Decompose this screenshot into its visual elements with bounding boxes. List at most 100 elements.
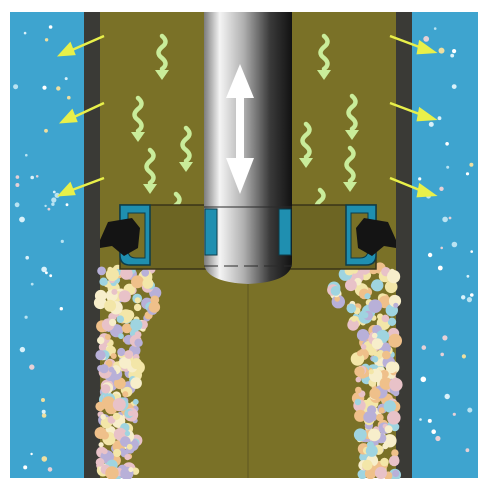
sediment-grain xyxy=(357,350,363,356)
sediment-grain xyxy=(101,384,110,393)
sediment-grain xyxy=(134,304,141,311)
sediment-grain xyxy=(372,338,383,349)
water-particle xyxy=(442,335,447,340)
aquifer-left xyxy=(10,12,84,478)
sediment-grain xyxy=(368,429,381,442)
sediment-grain xyxy=(128,410,134,416)
sediment-grain xyxy=(95,350,105,360)
water-particle xyxy=(445,142,449,146)
sediment-grain xyxy=(382,443,388,449)
water-particle xyxy=(435,436,440,441)
water-particle xyxy=(41,267,47,273)
sediment-grain xyxy=(117,315,125,323)
sediment-grain xyxy=(113,449,121,457)
sediment-grain xyxy=(362,312,368,318)
sediment-grain xyxy=(135,297,141,303)
water-particle xyxy=(51,197,56,202)
sediment-grain xyxy=(362,460,373,471)
water-particle xyxy=(60,307,63,310)
sediment-grain xyxy=(141,269,149,277)
water-particle xyxy=(13,84,18,89)
water-particle xyxy=(452,242,458,248)
sediment-grain xyxy=(354,428,367,441)
sediment-grain xyxy=(142,278,153,289)
water-particle xyxy=(428,253,432,257)
sediment-grain xyxy=(124,454,130,460)
water-particle xyxy=(48,208,51,211)
water-particle xyxy=(53,191,56,194)
sediment-grain xyxy=(135,331,142,338)
water-particle xyxy=(30,453,32,455)
sediment-grain xyxy=(97,267,106,276)
sediment-grain xyxy=(131,275,144,288)
water-particle xyxy=(466,448,470,452)
sediment-grain xyxy=(102,448,108,454)
water-particle xyxy=(423,36,429,42)
water-particle xyxy=(469,163,473,167)
water-particle xyxy=(29,364,34,369)
sediment-grain xyxy=(122,391,128,397)
water-particle xyxy=(31,283,34,286)
water-particle xyxy=(25,256,29,260)
water-particle xyxy=(449,217,452,220)
water-particle xyxy=(67,96,71,100)
water-particle xyxy=(25,154,28,157)
water-particle xyxy=(25,316,28,319)
water-particle xyxy=(467,275,470,278)
sediment-grain xyxy=(382,315,390,323)
sediment-grain xyxy=(372,356,379,363)
sediment-grain xyxy=(100,414,106,420)
water-particle xyxy=(439,187,443,191)
sediment-grain xyxy=(387,411,401,425)
water-particle xyxy=(453,413,456,416)
water-particle xyxy=(66,203,69,206)
water-particle xyxy=(16,175,20,179)
water-particle xyxy=(49,274,52,277)
sediment-grain xyxy=(368,299,382,313)
water-particle xyxy=(36,175,39,178)
sediment-grain xyxy=(131,358,142,369)
water-particle xyxy=(48,467,53,472)
water-particle xyxy=(51,203,54,206)
water-particle xyxy=(56,86,60,90)
sediment-grain xyxy=(389,269,395,275)
water-particle xyxy=(421,377,427,383)
sediment-grain xyxy=(117,348,125,356)
sediment-grain xyxy=(384,400,396,412)
water-particle xyxy=(452,49,456,53)
plunger-band-left xyxy=(205,209,217,255)
sediment-grain xyxy=(119,290,131,302)
sediment-grain xyxy=(355,399,361,405)
sediment-grain xyxy=(364,293,370,299)
sediment-grain xyxy=(95,290,107,302)
sediment-grain xyxy=(379,407,385,413)
sediment-grain xyxy=(124,350,133,359)
sediment-grain xyxy=(351,316,357,322)
water-particle xyxy=(470,293,474,297)
water-particle xyxy=(44,129,48,133)
sediment-grain xyxy=(369,388,380,399)
water-particle xyxy=(446,166,449,169)
water-particle xyxy=(467,408,472,413)
water-particle xyxy=(45,38,48,41)
water-particle xyxy=(442,217,448,223)
water-particle xyxy=(42,410,46,414)
water-particle xyxy=(431,429,436,434)
water-particle xyxy=(440,247,443,250)
sediment-grain xyxy=(389,456,400,467)
water-particle xyxy=(419,418,422,421)
water-particle xyxy=(19,217,25,223)
aquifer-right xyxy=(412,12,478,478)
water-particle xyxy=(466,172,469,175)
water-particle xyxy=(23,465,27,469)
water-particle xyxy=(445,394,450,399)
sediment-grain xyxy=(375,467,387,479)
sediment-grain xyxy=(95,402,104,411)
sediment-grain xyxy=(99,442,104,447)
water-particle xyxy=(422,345,427,350)
water-particle xyxy=(65,77,68,80)
sediment-grain xyxy=(104,300,116,312)
water-particle xyxy=(49,25,53,29)
sediment-grain xyxy=(130,377,142,389)
